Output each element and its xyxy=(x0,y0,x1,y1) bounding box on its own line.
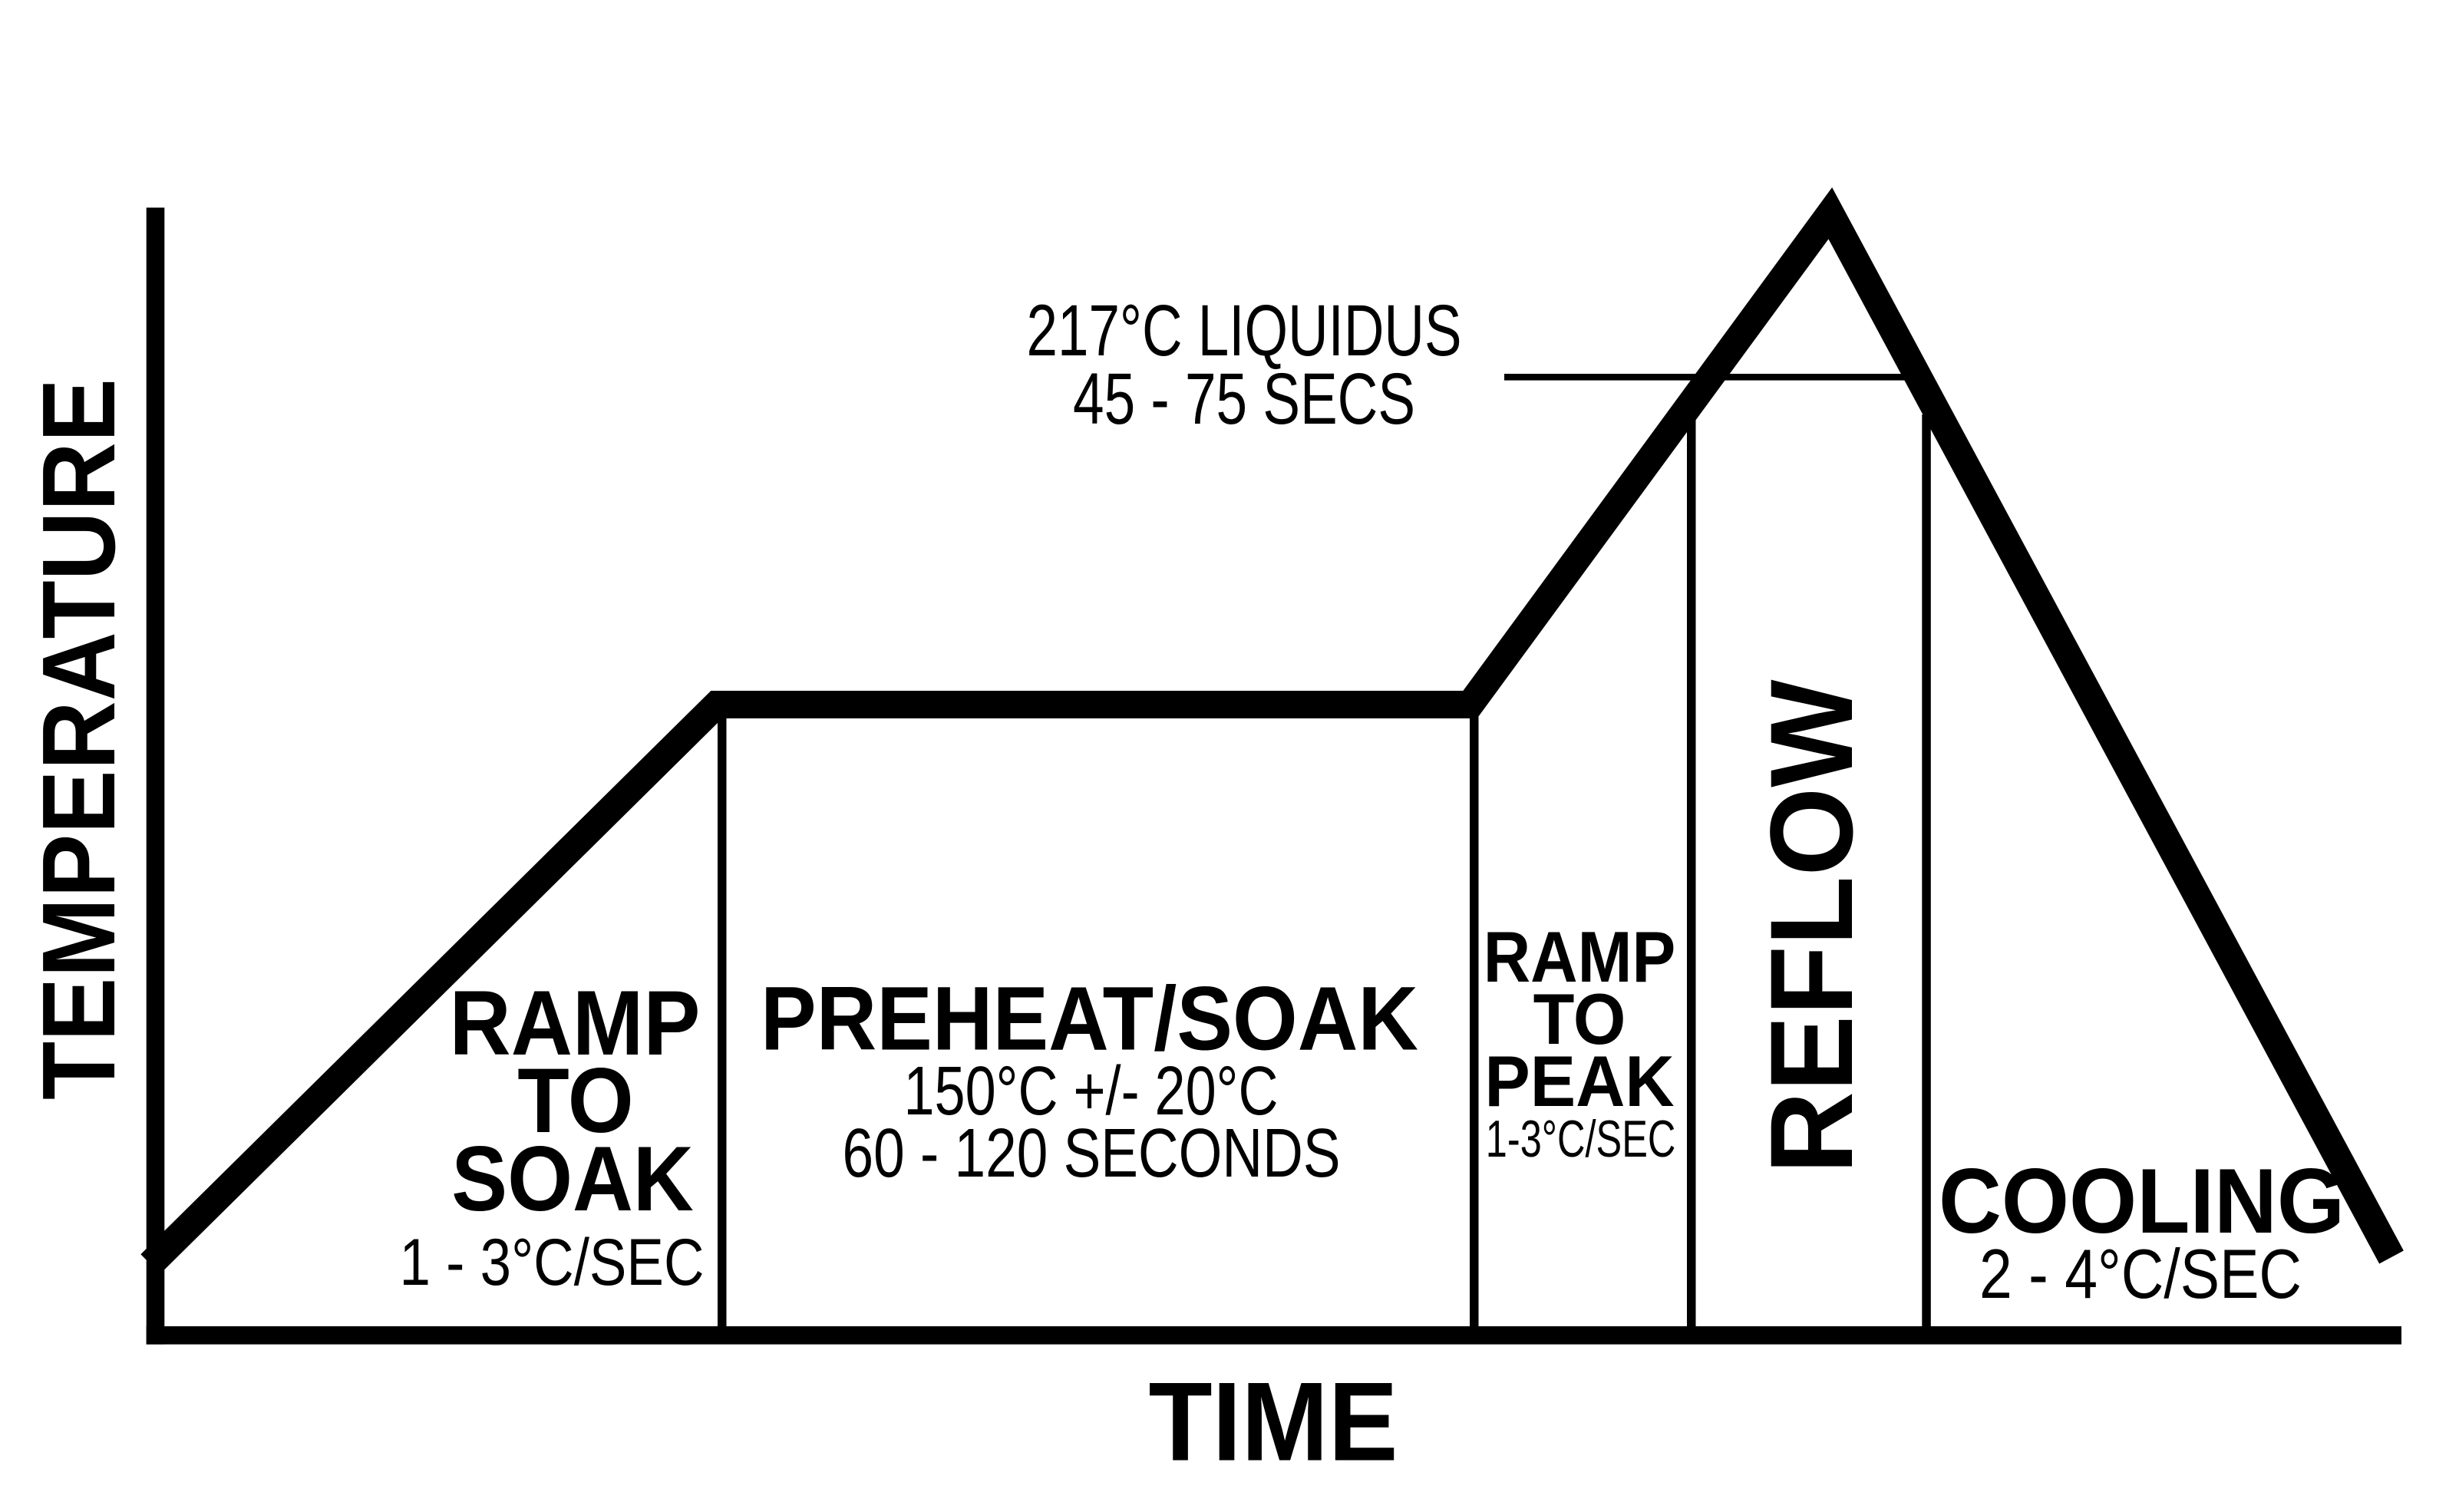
svg-text:150°C +/- 20°C: 150°C +/- 20°C xyxy=(904,1053,1279,1130)
svg-text:COOLING: COOLING xyxy=(1939,1150,2345,1253)
svg-text:REFLOW: REFLOW xyxy=(1746,679,1877,1174)
svg-text:TEMPERATURE: TEMPERATURE xyxy=(21,378,137,1100)
svg-text:2 - 4°C/SEC: 2 - 4°C/SEC xyxy=(1979,1236,2302,1313)
svg-text:1 - 3°C/SEC: 1 - 3°C/SEC xyxy=(400,1226,705,1299)
svg-text:45 - 75 SECS: 45 - 75 SECS xyxy=(1073,358,1415,440)
svg-text:PREHEAT/SOAK: PREHEAT/SOAK xyxy=(761,969,1418,1070)
svg-text:60 - 120 SECONDS: 60 - 120 SECONDS xyxy=(843,1115,1341,1192)
svg-text:1-3°C/SEC: 1-3°C/SEC xyxy=(1486,1110,1676,1168)
svg-text:RAMP: RAMP xyxy=(1484,916,1676,997)
svg-text:TIME: TIME xyxy=(1149,1359,1398,1484)
svg-text:217°C LIQUIDUS: 217°C LIQUIDUS xyxy=(1027,290,1462,371)
svg-text:PEAK: PEAK xyxy=(1484,1041,1674,1121)
svg-text:SOAK: SOAK xyxy=(451,1127,694,1230)
svg-text:TO: TO xyxy=(1533,979,1626,1059)
svg-text:TO: TO xyxy=(517,1049,634,1152)
svg-text:RAMP: RAMP xyxy=(450,972,701,1075)
